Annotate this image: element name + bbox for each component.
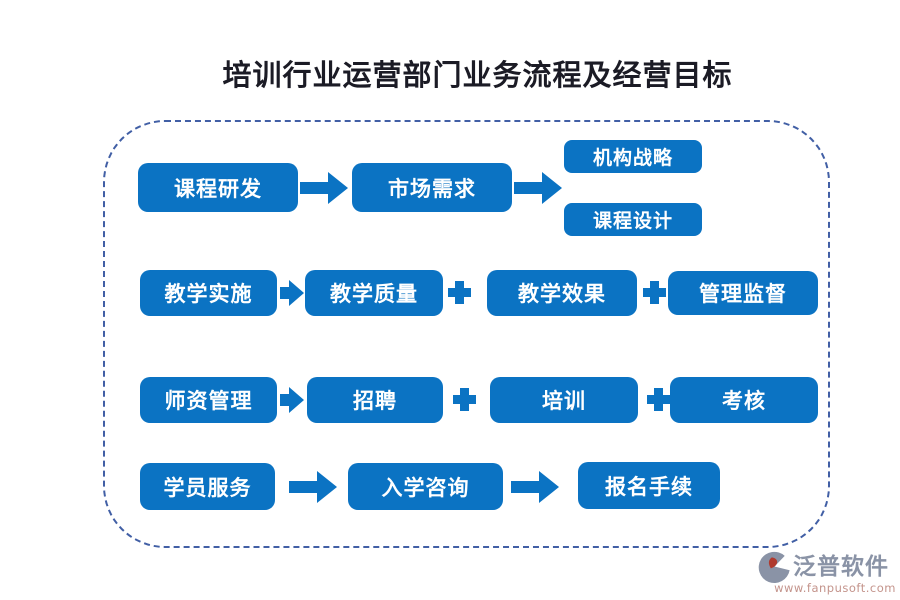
plus-icon xyxy=(448,281,471,304)
arrow-right-icon xyxy=(289,469,337,505)
arrow-right-icon xyxy=(514,170,562,206)
flow-box-faculty-management: 师资管理 xyxy=(140,377,277,423)
arrow-right-icon xyxy=(280,278,304,308)
brand-name: 泛普软件 xyxy=(793,553,889,580)
flow-box-org-strategy: 机构战略 xyxy=(564,140,702,173)
flow-box-teaching-effect: 教学效果 xyxy=(487,270,637,316)
arrow-right-icon xyxy=(300,170,348,206)
fanpu-logo-icon xyxy=(758,550,791,583)
plus-icon xyxy=(453,388,476,411)
dashed-frame xyxy=(103,120,830,548)
flow-box-teaching-implementation: 教学实施 xyxy=(140,270,277,316)
flow-box-teaching-quality: 教学质量 xyxy=(305,270,443,316)
flow-box-admission-consult: 入学咨询 xyxy=(348,463,503,510)
flow-box-management-supervision: 管理监督 xyxy=(668,271,818,315)
plus-icon xyxy=(643,281,666,304)
flow-box-recruitment: 招聘 xyxy=(307,377,443,423)
flow-box-training: 培训 xyxy=(490,377,638,423)
flow-box-market-demand: 市场需求 xyxy=(352,163,512,212)
brand-watermark: 泛普软件 www.fanpusoft.com xyxy=(758,550,896,596)
flow-box-registration-procedure: 报名手续 xyxy=(578,462,720,509)
arrow-right-icon xyxy=(511,469,559,505)
page-title: 培训行业运营部门业务流程及经营目标 xyxy=(222,58,733,92)
arrow-right-icon xyxy=(280,385,304,415)
flow-box-student-service: 学员服务 xyxy=(140,463,275,510)
flow-box-assessment: 考核 xyxy=(670,377,818,423)
plus-icon xyxy=(647,388,670,411)
flow-box-course-design: 课程设计 xyxy=(564,203,702,236)
flow-box-course-rd: 课程研发 xyxy=(138,163,298,212)
brand-url: www.fanpusoft.com xyxy=(774,581,896,595)
